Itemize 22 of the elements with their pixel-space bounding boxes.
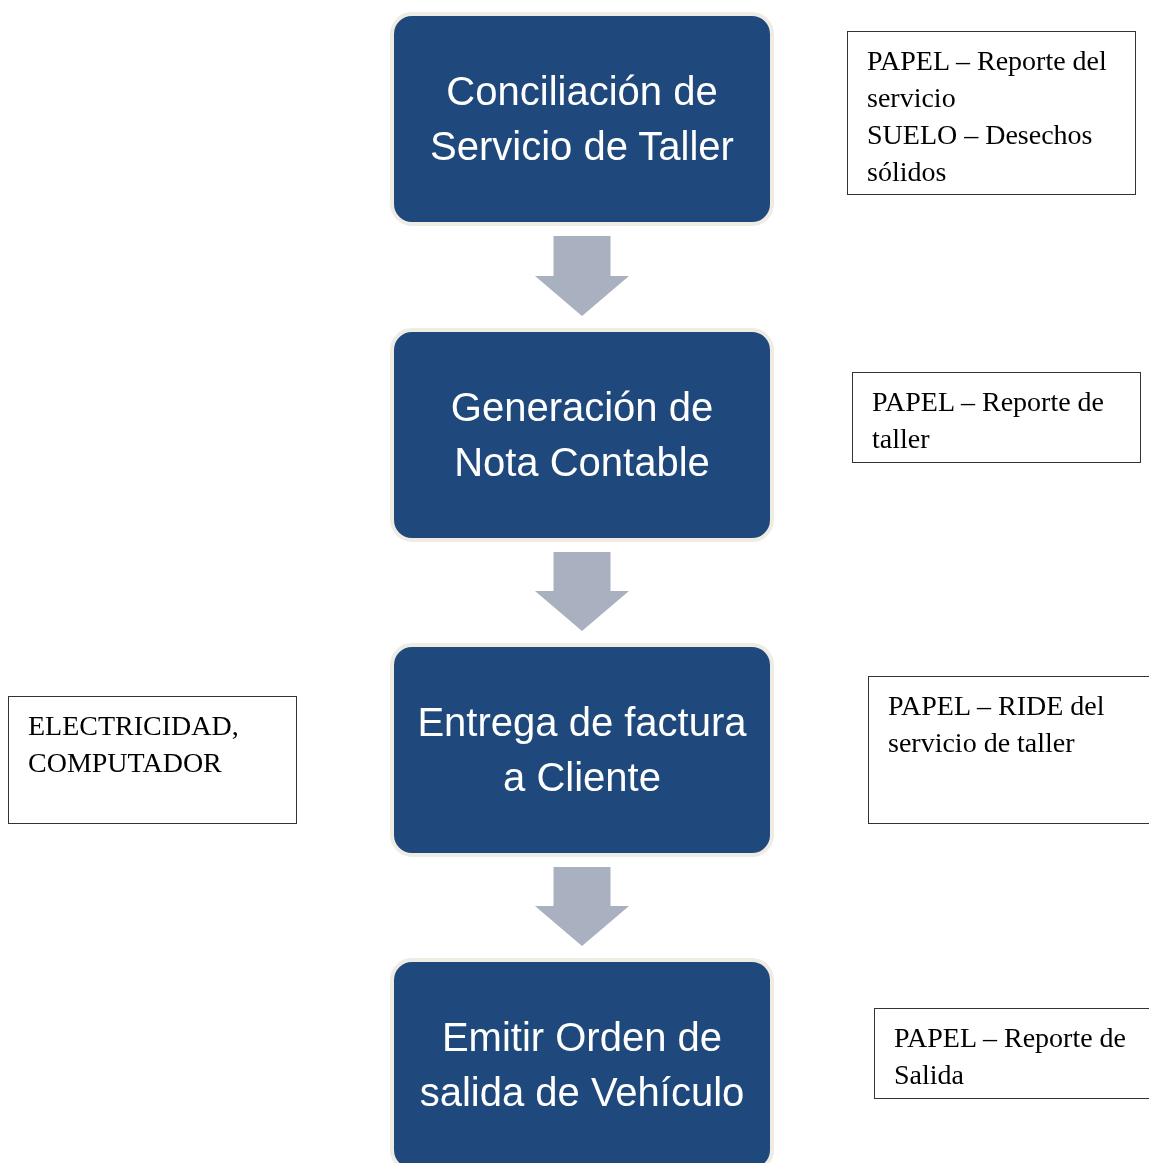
block-arrow [535, 867, 629, 946]
note-box [852, 372, 1141, 463]
block-arrow [535, 236, 629, 316]
step-text: Entrega de factura a Cliente [416, 699, 748, 801]
note-text: ELECTRICIDAD, COMPUTADOR [28, 709, 240, 780]
process-box [390, 12, 774, 226]
note-box [874, 1008, 1149, 1099]
note-box [868, 676, 1149, 824]
note-box [847, 31, 1136, 195]
process-box [390, 643, 774, 857]
note-box [8, 696, 297, 824]
note-text: PAPEL – Reporte de Salida [894, 1021, 1128, 1092]
note-text: SUELO – Desechos sólidos [867, 118, 1094, 189]
step-text: Emitir Orden de salida de Vehículo [418, 1014, 746, 1116]
note-text: PAPEL – Reporte de taller [872, 385, 1106, 456]
step-text: Conciliación de Servicio de Taller [429, 68, 735, 170]
step-text: Generación de Nota Contable [449, 384, 715, 486]
process-box [390, 958, 774, 1163]
block-arrow [535, 552, 629, 631]
process-box [390, 328, 774, 542]
note-text: PAPEL – Reporte del servicio [867, 44, 1108, 115]
note-text: PAPEL – RIDE del servicio de taller [888, 689, 1106, 760]
